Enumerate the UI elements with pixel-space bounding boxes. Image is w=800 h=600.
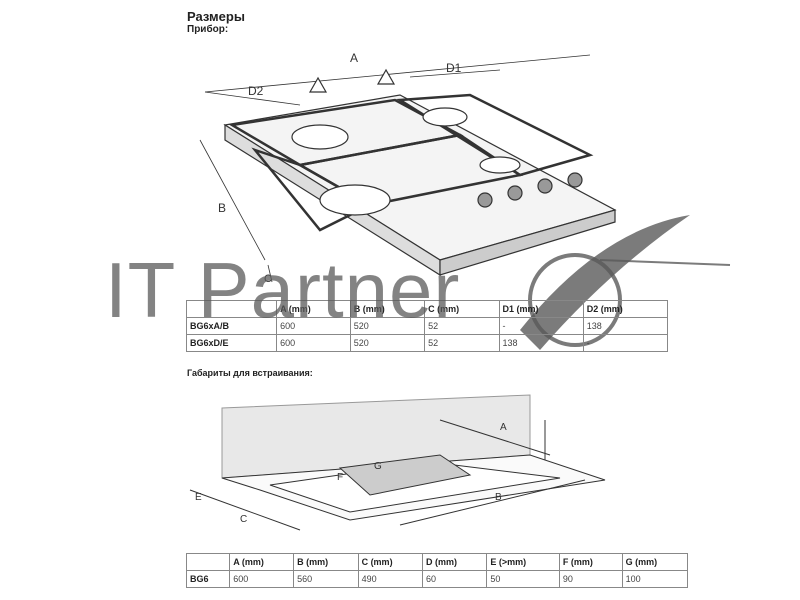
table-cell: F (mm) xyxy=(558,553,623,571)
table-cell xyxy=(185,553,231,571)
cut-f-label: F xyxy=(337,472,343,483)
cut-g-label: G xyxy=(374,461,382,472)
dim-c-label: C xyxy=(264,273,272,285)
table-cell: 600 xyxy=(229,570,295,588)
table-cell: E (>mm) xyxy=(486,553,560,571)
table-cell: D (mm) xyxy=(421,553,488,571)
cutout-drawing xyxy=(189,394,606,531)
watermark-text: IT Partner xyxy=(105,246,461,334)
page-title: Размеры xyxy=(187,9,245,24)
section-title: Габариты для встраивания: xyxy=(187,368,313,378)
table-cell: C (mm) xyxy=(357,553,423,571)
table-cell: 490 xyxy=(357,570,423,588)
cut-a-label: A xyxy=(500,422,507,433)
dim-d2-label: D2 xyxy=(248,84,264,98)
table-cell: 100 xyxy=(621,570,689,588)
table-cell: 560 xyxy=(293,570,359,588)
table-cell: 138 xyxy=(498,334,584,352)
table-cell: G (mm) xyxy=(621,553,689,571)
cut-e-label: E xyxy=(195,492,202,503)
table-cell: 50 xyxy=(486,570,560,588)
table-cell: 60 xyxy=(421,570,488,588)
table-cell: D2 (mm) xyxy=(582,300,669,318)
subheading: Прибор: xyxy=(187,24,229,35)
table-cell: D1 (mm) xyxy=(498,300,584,318)
table-cell: A (mm) xyxy=(229,553,295,571)
table-cell: B (mm) xyxy=(293,553,359,571)
table-cell: - xyxy=(582,334,669,352)
table-cell: 90 xyxy=(558,570,623,588)
appliance-dimensions-table: A (mm)B (mm)C (mm)D1 (mm)D2 (mm) BG6xA/B… xyxy=(185,300,669,352)
dim-d1-label: D1 xyxy=(446,61,462,75)
table-header-row: A (mm)B (mm)C (mm)D (mm)E (>mm)F (mm)G (… xyxy=(185,553,689,571)
dim-b-label: B xyxy=(218,201,226,215)
cut-b-label: B xyxy=(495,492,502,503)
table-cell: BG6 xyxy=(185,570,231,588)
cut-c-label: C xyxy=(240,514,247,525)
table-cell: BG6xD/E xyxy=(185,334,278,352)
table-header-row: A (mm)B (mm)C (mm)D1 (mm)D2 (mm) xyxy=(185,300,669,318)
table-cell: 52 xyxy=(424,334,500,352)
table-cell: - xyxy=(498,317,584,335)
table-cell: 138 xyxy=(582,317,669,335)
cutout-dimensions-table: A (mm)B (mm)C (mm)D (mm)E (>mm)F (mm)G (… xyxy=(185,553,689,588)
table-cell: 520 xyxy=(349,334,426,352)
dim-a-label: A xyxy=(350,51,358,65)
hob-drawing xyxy=(199,54,617,283)
table-cell: 600 xyxy=(276,334,351,352)
